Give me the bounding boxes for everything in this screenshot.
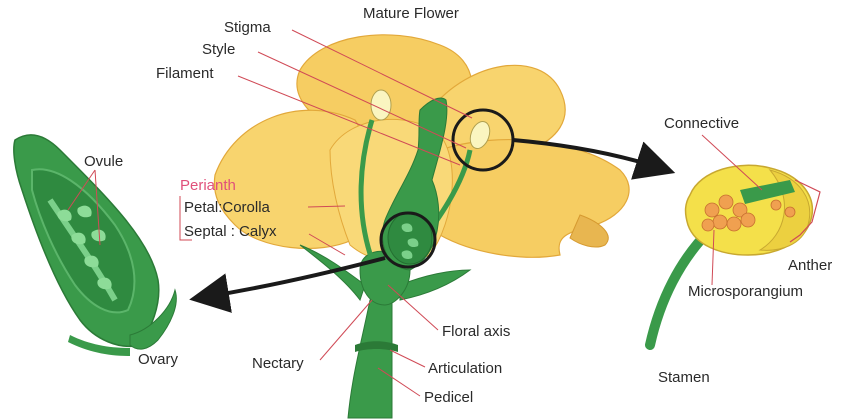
label-style: Style bbox=[202, 41, 235, 58]
stamen-detail bbox=[650, 165, 820, 345]
label-nectary: Nectary bbox=[252, 355, 304, 372]
leader-articulation bbox=[390, 350, 425, 367]
title-mature-flower: Mature Flower bbox=[363, 5, 459, 22]
label-anther: Anther bbox=[788, 257, 832, 274]
label-pedicel: Pedicel bbox=[424, 389, 473, 406]
label-articulation: Articulation bbox=[428, 360, 502, 377]
label-petal-corolla: Petal:Corolla bbox=[184, 199, 271, 216]
pedicel-shape bbox=[348, 300, 392, 418]
label-sepal-calyx: Septal : Calyx bbox=[184, 223, 277, 240]
label-connective: Connective bbox=[664, 115, 739, 132]
label-stigma: Stigma bbox=[224, 19, 271, 36]
label-ovule: Ovule bbox=[84, 153, 123, 170]
label-perianth: Perianth bbox=[180, 177, 236, 194]
label-filament: Filament bbox=[156, 65, 214, 82]
label-ovary: Ovary bbox=[138, 351, 179, 368]
label-microsporangium: Microsporangium bbox=[688, 283, 803, 300]
label-floral-axis: Floral axis bbox=[442, 323, 510, 340]
label-stamen: Stamen bbox=[658, 369, 710, 386]
sepal-right bbox=[400, 270, 470, 300]
